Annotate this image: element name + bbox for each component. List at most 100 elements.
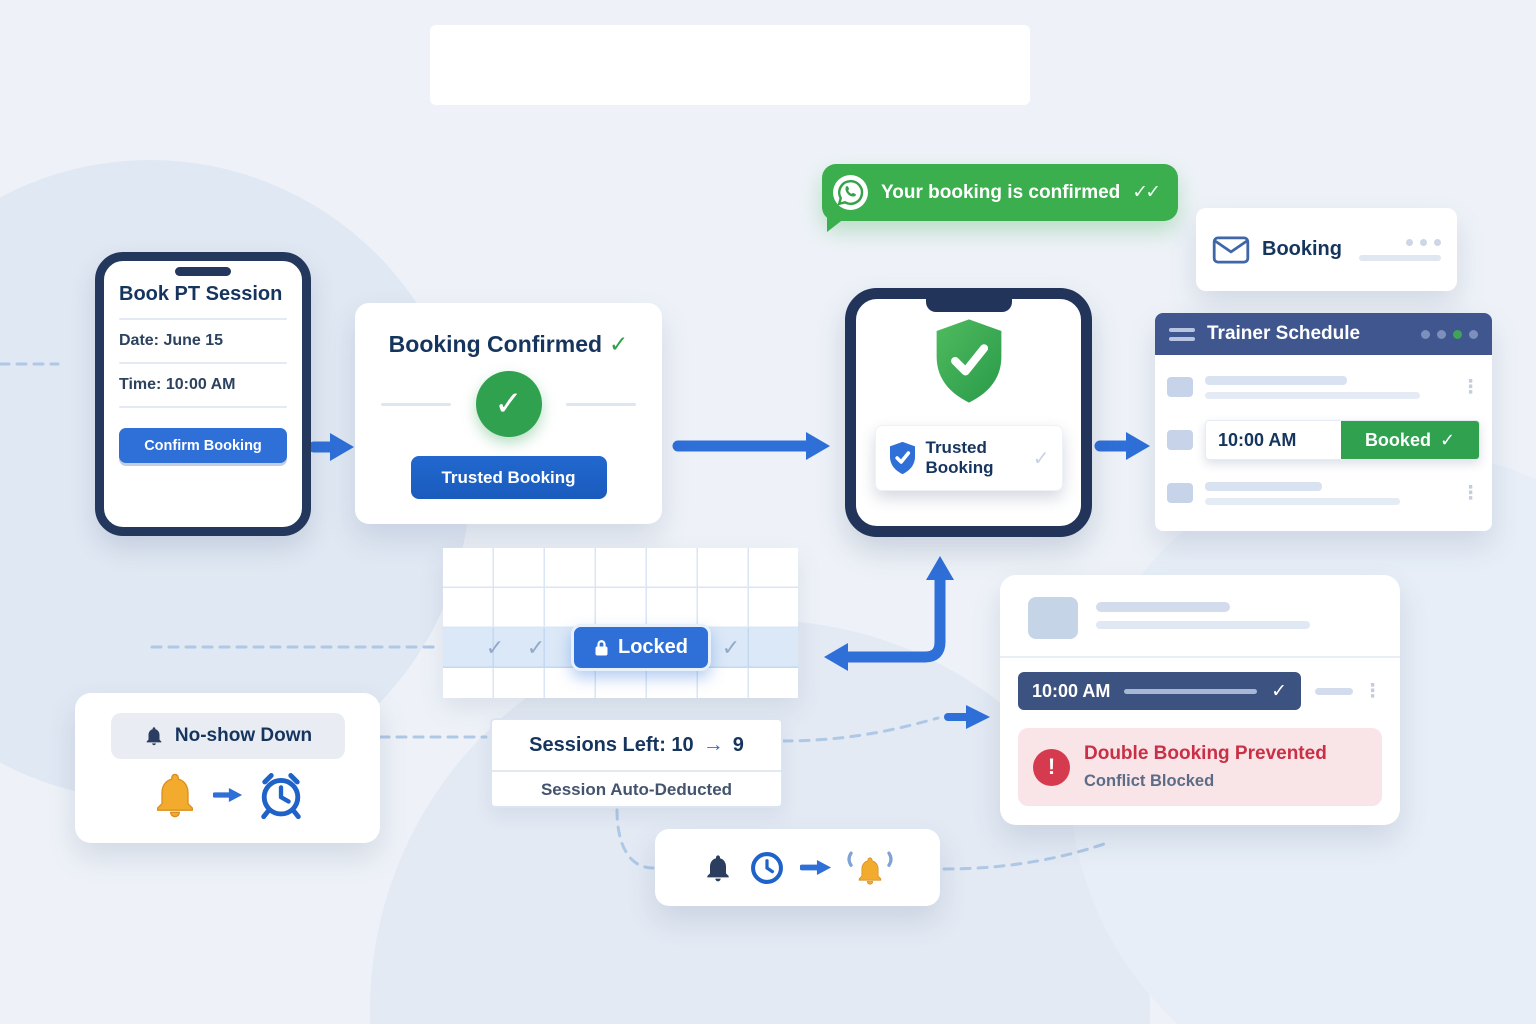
row-menu-icon[interactable]: ⋮ bbox=[1461, 376, 1480, 398]
placeholder-bar bbox=[1124, 688, 1258, 694]
calendar-slot-icon bbox=[1167, 483, 1193, 503]
success-check-icon: ✓ bbox=[475, 371, 542, 437]
alert-subtitle: Conflict Blocked bbox=[1084, 772, 1215, 790]
sessions-left-title: Sessions Left: 10 → 9 bbox=[492, 720, 781, 770]
email-card-label: Booking bbox=[1262, 238, 1342, 260]
check-icon: ✓ bbox=[526, 635, 546, 660]
reminder-flow-card bbox=[655, 829, 940, 906]
bell-icon bbox=[156, 773, 193, 818]
flow-arrow-heads bbox=[330, 432, 1150, 729]
email-placeholder-decor bbox=[1359, 238, 1441, 261]
check-icon: ✓ bbox=[609, 331, 629, 357]
booked-schedule-row: 10:00 AM Booked ✓ bbox=[1167, 418, 1480, 462]
alert-text-block: Double Booking Prevented Conflict Blocke… bbox=[1084, 743, 1327, 791]
booking-confirmed-text: Booking Confirmed bbox=[388, 331, 603, 357]
avatar-placeholder bbox=[1028, 597, 1078, 639]
no-show-graphic bbox=[75, 769, 380, 821]
booked-time: 10:00 AM bbox=[1218, 429, 1297, 450]
sessions-left-suffix: 9 bbox=[732, 733, 744, 756]
calendar-highlight-row: ✓ ✓ Locked ✓ bbox=[443, 624, 798, 671]
conflict-time: 10:00 AM bbox=[1032, 680, 1111, 701]
divider bbox=[492, 770, 781, 772]
booking-date: Date: June 15 bbox=[119, 332, 224, 349]
row-menu-icon[interactable]: ⋮ bbox=[1363, 680, 1382, 702]
dots-decor bbox=[1406, 238, 1441, 246]
header-dots-decor bbox=[1421, 329, 1478, 339]
check-icon: ✓ bbox=[485, 635, 505, 660]
hamburger-menu-icon[interactable] bbox=[1169, 327, 1195, 341]
booking-phone: Book PT Session Date: June 15 Time: 10:0… bbox=[95, 252, 311, 536]
double-booking-alert: ! Double Booking Prevented Conflict Bloc… bbox=[1018, 728, 1382, 806]
double-check-icon: ✓✓ bbox=[1132, 182, 1161, 203]
envelope-icon bbox=[1212, 235, 1250, 264]
schedule-row: ⋮ bbox=[1167, 471, 1480, 515]
shield-check-icon bbox=[889, 441, 915, 475]
locked-label: Locked bbox=[617, 636, 689, 658]
confirm-booking-button[interactable]: Confirm Booking bbox=[119, 428, 287, 463]
phone-notch bbox=[175, 267, 231, 276]
no-show-label: No-show Down bbox=[174, 725, 313, 746]
trainer-schedule-card: Trainer Schedule ⋮ 10:00 AM Booked ✓ bbox=[1155, 313, 1492, 531]
conflict-time-slot: 10:00 AM ✓ bbox=[1018, 672, 1301, 710]
bell-icon bbox=[146, 727, 162, 746]
placeholder-bar bbox=[1315, 687, 1353, 695]
conflict-schedule-row: 10:00 AM ✓ ⋮ bbox=[1000, 658, 1400, 710]
check-icon: ✓ bbox=[1439, 429, 1456, 450]
top-highlight-band bbox=[430, 25, 1030, 105]
schedule-row: ⋮ bbox=[1167, 365, 1480, 409]
calendar-grid: ✓ ✓ Locked ✓ bbox=[443, 548, 798, 698]
check-icon: ✓ bbox=[1032, 447, 1050, 470]
booked-status-badge: Booked ✓ bbox=[1341, 421, 1479, 459]
trainer-schedule-title: Trainer Schedule bbox=[1207, 323, 1361, 344]
divider bbox=[119, 362, 287, 364]
row-menu-icon[interactable]: ⋮ bbox=[1461, 482, 1480, 504]
check-icon: ✓ bbox=[1271, 680, 1287, 702]
divider bbox=[566, 403, 636, 406]
booking-email-card: Booking bbox=[1196, 208, 1457, 291]
clock-icon bbox=[751, 851, 783, 884]
arrow-right-icon bbox=[800, 859, 832, 876]
booking-time: Time: 10:00 AM bbox=[119, 376, 236, 393]
shield-check-icon bbox=[932, 317, 1006, 410]
whatsapp-message-text: Your booking is confirmed bbox=[881, 181, 1121, 203]
sessions-deducted-label: Session Auto-Deducted bbox=[540, 780, 733, 799]
alarm-clock-icon bbox=[260, 773, 301, 820]
no-show-pill: No-show Down bbox=[110, 713, 345, 759]
sessions-left-prefix: Sessions Left: 10 bbox=[529, 733, 694, 756]
placeholder-bars bbox=[1205, 375, 1449, 399]
trusted-booking-badge: Trusted Booking ✓ bbox=[874, 425, 1063, 491]
dashed-connector-lines bbox=[0, 362, 1112, 871]
whatsapp-message-bubble: Your booking is confirmed ✓✓ bbox=[822, 164, 1178, 232]
booking-confirmed-title: Booking Confirmed✓ bbox=[355, 331, 662, 358]
booked-status-text: Booked bbox=[1364, 429, 1431, 450]
trusted-booking-button[interactable]: Trusted Booking bbox=[410, 456, 607, 499]
trusted-booking-badge-label: Trusted Booking bbox=[925, 438, 994, 477]
conflict-card: 10:00 AM ✓ ⋮ ! Double Booking Prevented … bbox=[1000, 575, 1400, 825]
no-show-card: No-show Down bbox=[75, 693, 380, 843]
trainer-schedule-header: Trainer Schedule bbox=[1155, 313, 1492, 355]
exclamation-icon: ! bbox=[1033, 748, 1070, 786]
booking-title: Book PT Session bbox=[119, 283, 283, 305]
phone-notch bbox=[925, 297, 1012, 312]
placeholder-bars bbox=[1096, 597, 1310, 629]
row-side-decor: ⋮ bbox=[1315, 682, 1382, 701]
booked-slot: 10:00 AM Booked ✓ bbox=[1205, 420, 1480, 460]
flow-arrow-lines bbox=[308, 440, 1134, 721]
booking-confirmed-card: Booking Confirmed✓ ✓ Trusted Booking bbox=[355, 303, 662, 524]
bell-icon bbox=[707, 854, 729, 881]
divider bbox=[381, 403, 451, 406]
check-icon: ✓ bbox=[721, 635, 741, 660]
conflict-card-header bbox=[1000, 575, 1400, 639]
arrow-right-icon bbox=[212, 787, 242, 803]
calendar-slot-icon bbox=[1167, 430, 1193, 450]
whatsapp-icon bbox=[833, 175, 868, 210]
calendar-slot-icon bbox=[1167, 377, 1193, 397]
placeholder-bars bbox=[1205, 481, 1449, 505]
arrow-right-icon: → bbox=[702, 733, 724, 756]
placeholder-bar bbox=[1359, 254, 1441, 261]
locked-slot-button[interactable]: Locked bbox=[571, 624, 711, 671]
alert-title: Double Booking Prevented bbox=[1084, 743, 1327, 764]
booking-phone-screen: Book PT Session Date: June 15 Time: 10:0… bbox=[104, 261, 302, 527]
